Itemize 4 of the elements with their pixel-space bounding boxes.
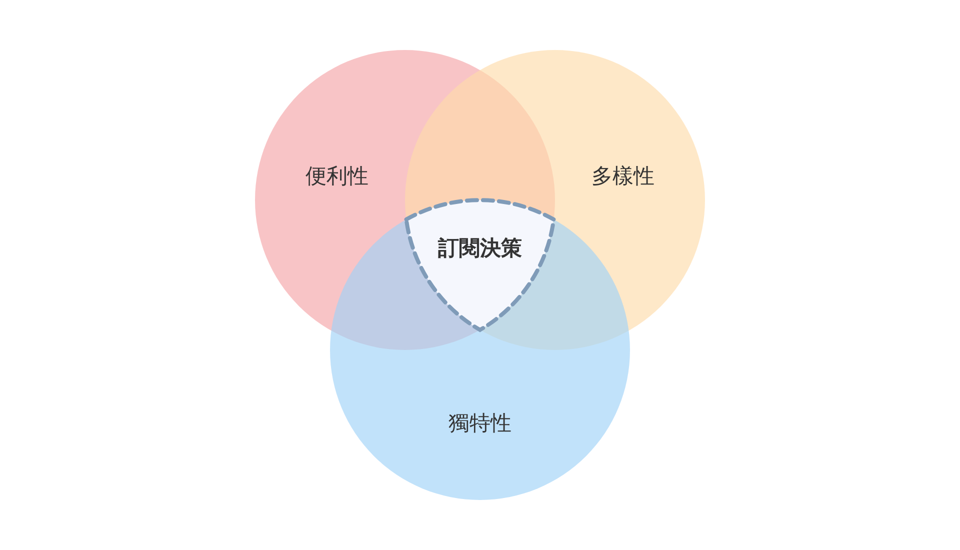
center-label: 訂閱決策: [438, 235, 522, 262]
circle-label: 多樣性: [592, 163, 654, 190]
circle-label: 獨特性: [448, 410, 512, 437]
circle-label: 便利性: [306, 163, 368, 190]
